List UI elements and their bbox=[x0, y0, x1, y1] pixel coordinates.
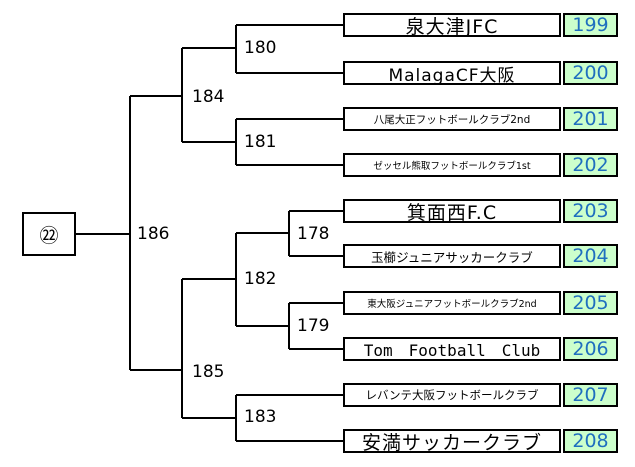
team-name-box: レバンテ大阪フットボールクラブ bbox=[343, 383, 561, 407]
match-number-186: 186 bbox=[137, 224, 170, 244]
match-number-185: 185 bbox=[192, 362, 225, 382]
team-number: 204 bbox=[572, 245, 609, 267]
team-number: 201 bbox=[572, 108, 609, 130]
team-number-box: 206 bbox=[563, 337, 618, 361]
team-number-box: 202 bbox=[563, 153, 618, 177]
team-name-box: 箕面西F.C bbox=[343, 199, 561, 223]
team-number: 206 bbox=[572, 338, 609, 360]
team-number: 207 bbox=[572, 384, 609, 406]
match-number-182: 182 bbox=[244, 269, 277, 289]
match-number-179: 179 bbox=[297, 316, 330, 336]
team-number: 202 bbox=[572, 154, 609, 176]
team-name: 泉大津JFC bbox=[405, 15, 499, 37]
match-number-178: 178 bbox=[297, 224, 330, 244]
team-name-box: ゼッセル熊取フットボールクラブ1st bbox=[343, 153, 561, 177]
team-name-box: Tom Football Club bbox=[343, 337, 561, 361]
match-number-181: 181 bbox=[244, 132, 277, 152]
team-name: MalagaCF大阪 bbox=[388, 65, 516, 85]
match-number-180: 180 bbox=[244, 38, 277, 58]
final-label: ㉒ bbox=[39, 224, 59, 247]
team-number: 199 bbox=[572, 14, 609, 36]
team-number-box: 207 bbox=[563, 383, 618, 407]
team-number-box: 201 bbox=[563, 107, 618, 131]
team-name: 安満サッカークラブ bbox=[361, 431, 542, 453]
team-number: 200 bbox=[572, 62, 609, 84]
team-number-box: 200 bbox=[563, 61, 618, 85]
team-number: 208 bbox=[572, 430, 609, 452]
team-name-box: 八尾大正フットボールクラブ2nd bbox=[343, 107, 561, 131]
team-name: Tom Football Club bbox=[363, 341, 541, 360]
team-name-box: 東大阪ジュニアフットボールクラブ2nd bbox=[343, 291, 561, 315]
team-number-box: 199 bbox=[563, 13, 618, 37]
team-name-box: MalagaCF大阪 bbox=[343, 61, 561, 85]
team-name-box: 玉櫛ジュニアサッカークラブ bbox=[343, 244, 561, 268]
team-number-box: 204 bbox=[563, 244, 618, 268]
team-name: 東大阪ジュニアフットボールクラブ2nd bbox=[367, 299, 537, 310]
match-number-183: 183 bbox=[244, 407, 277, 427]
team-name: ゼッセル熊取フットボールクラブ1st bbox=[373, 161, 531, 172]
team-number-box: 208 bbox=[563, 429, 618, 453]
final-box: ㉒ bbox=[22, 212, 76, 256]
team-name: 八尾大正フットボールクラブ2nd bbox=[373, 113, 531, 126]
team-name: 箕面西F.C bbox=[406, 201, 498, 223]
team-name-box: 泉大津JFC bbox=[343, 13, 561, 37]
team-number-box: 203 bbox=[563, 199, 618, 223]
team-name-box: 安満サッカークラブ bbox=[343, 429, 561, 453]
team-name: レバンテ大阪フットボールクラブ bbox=[365, 388, 539, 402]
team-name: 玉櫛ジュニアサッカークラブ bbox=[371, 249, 533, 265]
team-number-box: 205 bbox=[563, 291, 618, 315]
team-number: 205 bbox=[572, 292, 609, 314]
match-number-184: 184 bbox=[192, 87, 225, 107]
team-number: 203 bbox=[572, 200, 609, 222]
